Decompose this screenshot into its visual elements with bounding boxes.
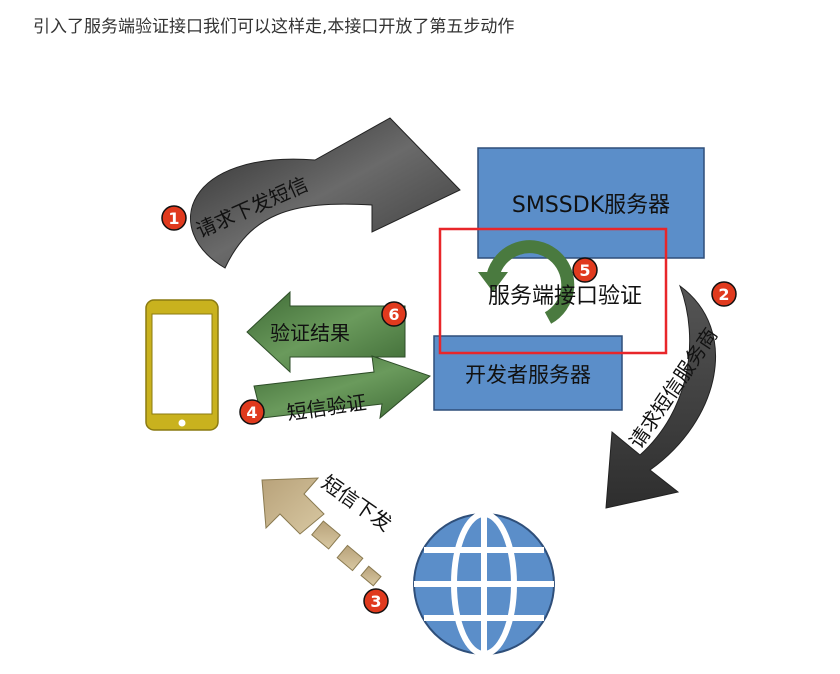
verify-result-arrow: 验证结果 [246,290,406,374]
step-badge-3: 3 [363,588,389,614]
smssdk-server-box: SMSSDK服务器 [477,147,705,259]
svg-text:1: 1 [168,209,179,228]
step-badge-2: 2 [711,281,737,307]
step-badge-1: 1 [161,205,187,231]
caption: 引入了服务端验证接口我们可以这样走,本接口开放了第五步动作 [33,17,515,37]
svg-text:5: 5 [579,261,590,280]
mobile-phone-icon [145,299,219,431]
svg-text:6: 6 [388,305,399,324]
verify-interface-label: 服务端接口验证 [488,284,642,309]
request-provider-arrow: 请求短信服务商 [605,284,722,509]
svg-text:2: 2 [718,285,729,304]
developer-server-label: 开发者服务器 [465,363,591,387]
step-badge-5: 5 [572,257,598,283]
svg-text:3: 3 [370,592,381,611]
svg-text:4: 4 [246,403,257,422]
sms-delivery-arrow: 短信下发 [261,470,396,587]
step-badge-6: 6 [381,301,407,327]
step-badge-4: 4 [239,399,265,425]
sms-verify-arrow: 短信验证 [253,355,431,425]
request-sms-arrow: 请求下发短信 [190,117,461,269]
smssdk-server-label: SMSSDK服务器 [512,193,670,218]
verify-interface-highlight [438,227,668,355]
refresh-cycle-icon [478,240,575,324]
globe-icon [413,511,555,657]
developer-server-box: 开发者服务器 [433,335,623,411]
verify-result-label: 验证结果 [270,321,350,345]
